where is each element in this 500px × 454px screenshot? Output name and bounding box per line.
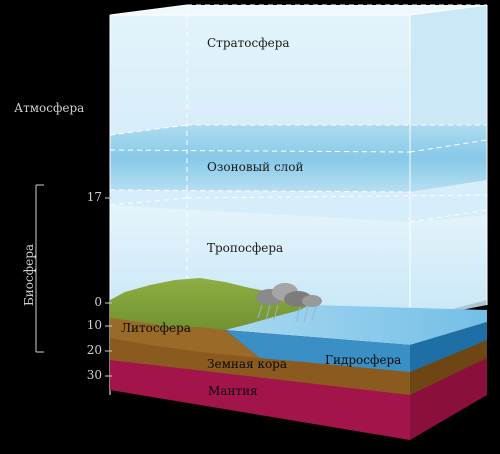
scale-tick-10: 10 — [86, 318, 102, 332]
land-front — [110, 318, 260, 358]
biosphere-label: Биосфера — [22, 243, 36, 307]
mantle-label: Мантия — [208, 384, 258, 398]
scale-tick-20: 20 — [86, 343, 102, 357]
atmosphere-top-face — [110, 5, 487, 15]
lithosphere-label: Литосфера — [121, 321, 191, 335]
scale-tick-0: 0 — [94, 295, 102, 309]
water-surface — [225, 305, 487, 345]
stratosphere-label: Стратосфера — [207, 36, 290, 50]
atmosphere-label: Атмосфера — [14, 101, 85, 115]
biosphere-bracket — [35, 184, 44, 353]
ozone-layer-band — [110, 125, 487, 192]
scale-tick-30: 30 — [86, 368, 102, 382]
crust-side — [410, 340, 487, 395]
troposphere-label: Тропосфера — [207, 241, 284, 255]
scale-tick-17: 17 — [86, 190, 102, 204]
dashed-edges — [109, 4, 488, 300]
water-front — [225, 330, 410, 372]
water-side — [410, 322, 487, 372]
scale-ticks — [105, 197, 112, 377]
storm-cloud-icon — [256, 283, 322, 323]
hydrosphere-label: Гидросфера — [325, 353, 402, 367]
tropopause-band — [110, 180, 487, 222]
ozone-layer-label: Озоновый слой — [207, 160, 304, 174]
crust-label: Земная кора — [207, 357, 288, 371]
